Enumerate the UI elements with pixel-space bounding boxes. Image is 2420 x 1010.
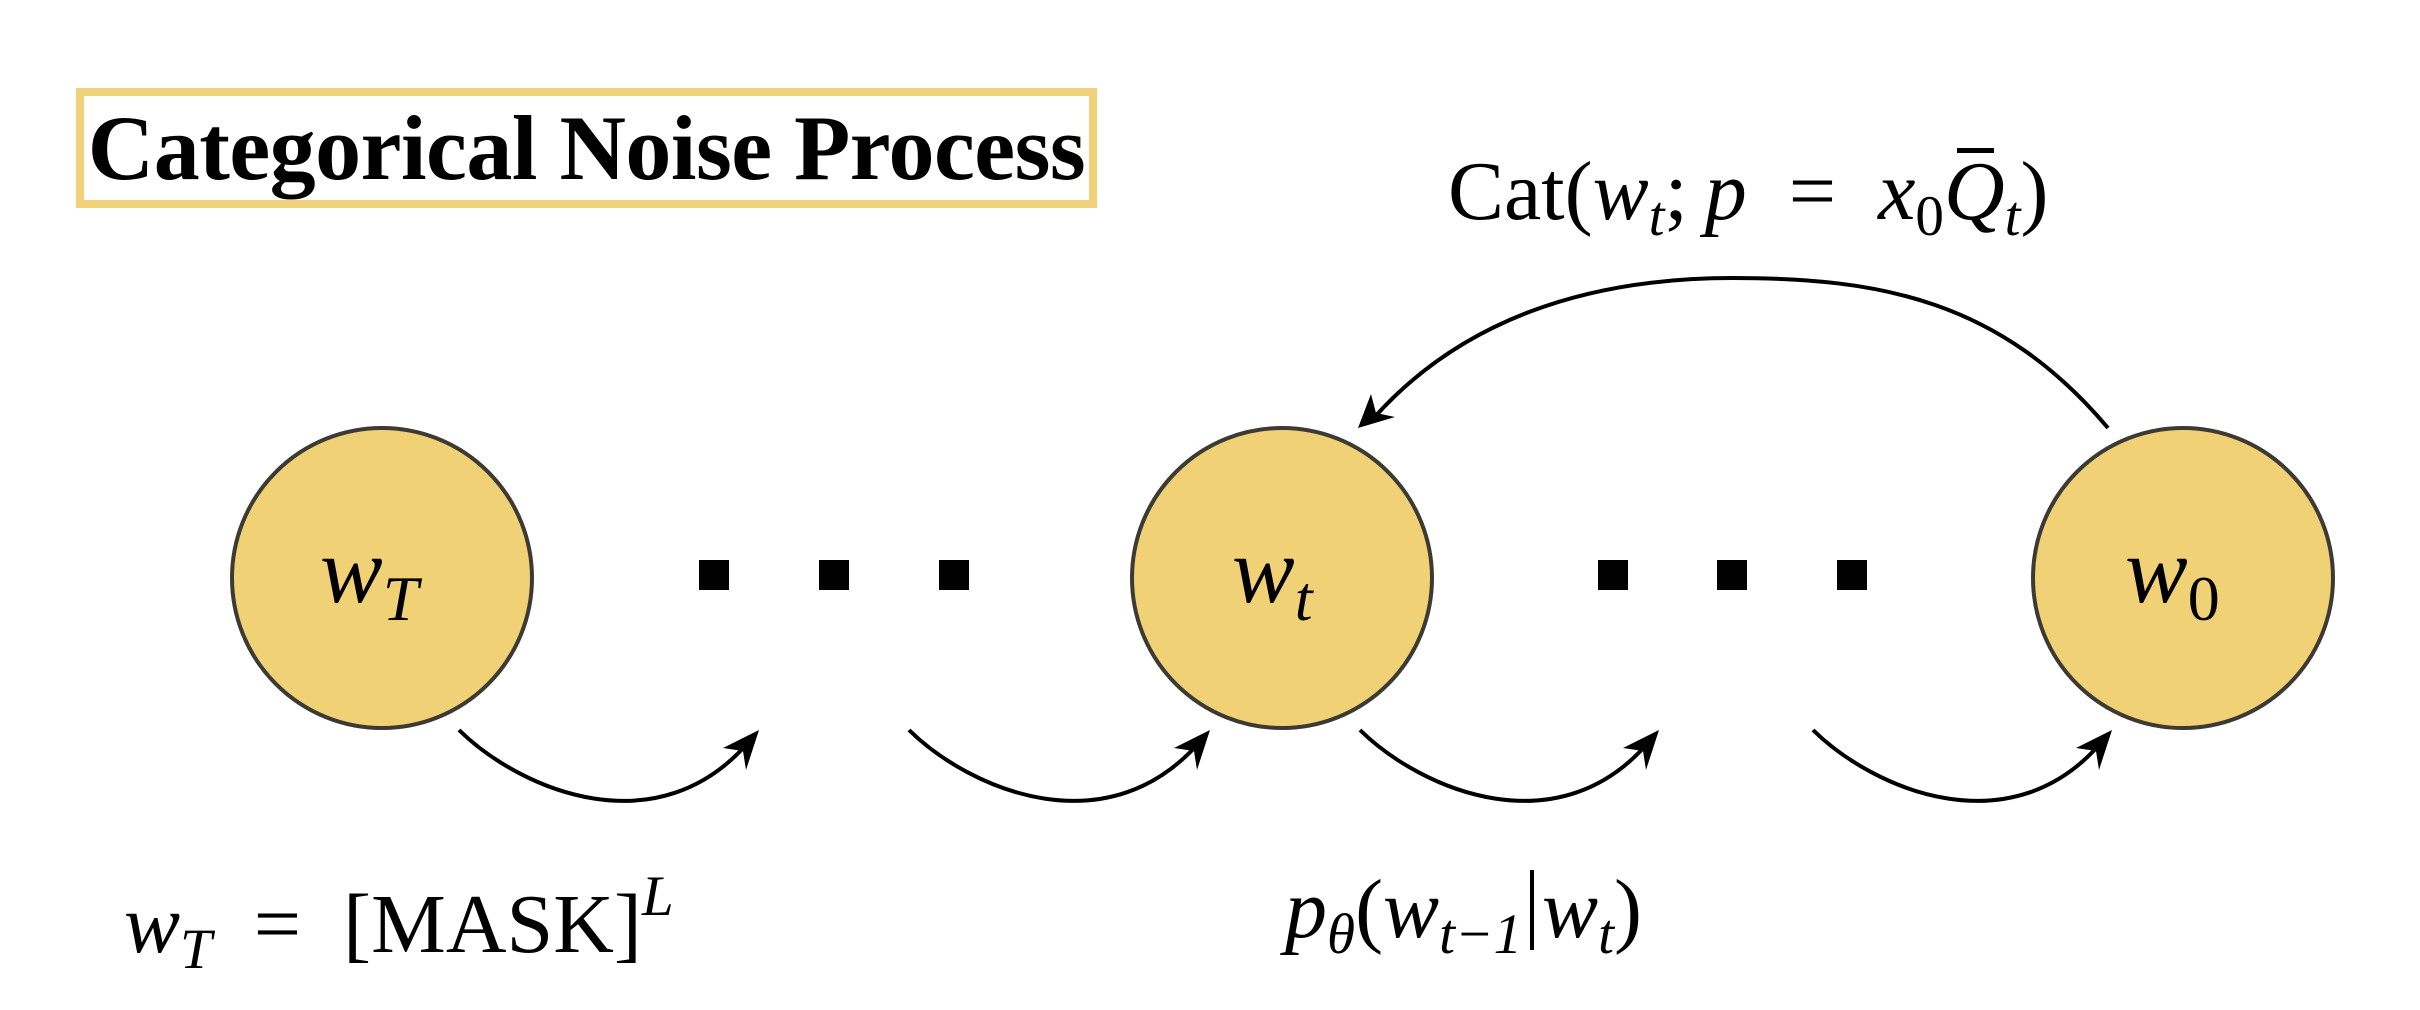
reverse-arrow bbox=[457, 728, 754, 803]
arrowhead-icon bbox=[1358, 394, 1395, 428]
arrowhead-icon bbox=[723, 730, 759, 770]
formula-q-sub: t bbox=[2004, 184, 2021, 248]
formula-param: p bbox=[1704, 145, 1747, 238]
node-label: wT bbox=[320, 519, 423, 634]
rev-open-paren: ( bbox=[1355, 863, 1384, 956]
formula-x: x bbox=[1878, 145, 1916, 238]
ellipsis-dot bbox=[699, 560, 729, 590]
node-label: wt bbox=[1232, 519, 1315, 634]
ellipsis-dot bbox=[1837, 560, 1867, 590]
rev-var: w bbox=[1383, 863, 1440, 956]
formula-sep: ; bbox=[1664, 145, 1688, 238]
rev-cond-var: w bbox=[1542, 863, 1599, 956]
arrowhead-icon bbox=[1623, 730, 1659, 770]
formula-open-paren: ( bbox=[1564, 145, 1593, 238]
ellipsis-dot bbox=[819, 560, 849, 590]
ellipsis-dot bbox=[1598, 560, 1628, 590]
rev-cond-sub: t bbox=[1598, 902, 1614, 966]
rev-close-paren: ) bbox=[1613, 863, 1642, 956]
init-token: MASK bbox=[371, 878, 614, 972]
initial-condition-formula: wT = [MASK]L bbox=[124, 868, 674, 978]
node-circle bbox=[1130, 426, 1434, 730]
reverse-arrows bbox=[457, 728, 2107, 803]
formula-var-sub: t bbox=[1648, 184, 1665, 248]
init-var: w bbox=[124, 878, 181, 972]
conditional-bar bbox=[1530, 869, 1535, 950]
init-var-sub: T bbox=[180, 918, 212, 982]
node-circle bbox=[230, 426, 534, 730]
title-box: Categorical Noise Process bbox=[76, 88, 1097, 208]
reverse-arrow bbox=[1358, 728, 1654, 803]
formula-q-bar: Q bbox=[1943, 145, 2005, 238]
init-rbracket: ] bbox=[613, 878, 642, 972]
node-w-0: w0 bbox=[2031, 426, 2335, 730]
ellipsis-right bbox=[1598, 560, 1867, 590]
reverse-arrow bbox=[1811, 728, 2107, 803]
node-label: w0 bbox=[2125, 519, 2220, 634]
arrowhead-icon bbox=[1174, 730, 1210, 770]
ellipsis-dot bbox=[1717, 560, 1747, 590]
formula-func: Cat bbox=[1448, 145, 1565, 238]
rev-var-sub: t−1 bbox=[1439, 902, 1523, 966]
reverse-arrow bbox=[907, 728, 1205, 803]
arrowhead-icon bbox=[2076, 730, 2112, 770]
diagram-title: Categorical Noise Process bbox=[87, 97, 1086, 199]
formula-var: w bbox=[1592, 145, 1649, 238]
node-w-T: wT bbox=[230, 426, 534, 730]
reverse-arrowheads bbox=[723, 730, 2112, 770]
init-lbracket: [ bbox=[343, 878, 372, 972]
forward-arc-arrow bbox=[1370, 275, 2110, 430]
rev-p-sub: θ bbox=[1327, 902, 1356, 966]
node-circle bbox=[2031, 426, 2335, 730]
forward-process-formula: Cat(wt; p = x0Qt) bbox=[1448, 145, 2048, 248]
ellipsis-dot bbox=[939, 560, 969, 590]
formula-x-sub: 0 bbox=[1915, 184, 1944, 248]
node-w-t: wt bbox=[1130, 426, 1434, 730]
formula-eq: = bbox=[1788, 145, 1837, 238]
formula-close-paren: ) bbox=[2020, 145, 2049, 238]
ellipsis-left bbox=[699, 560, 969, 590]
rev-p: p bbox=[1285, 863, 1327, 956]
init-eq: = bbox=[253, 878, 302, 972]
init-power: L bbox=[641, 865, 674, 928]
